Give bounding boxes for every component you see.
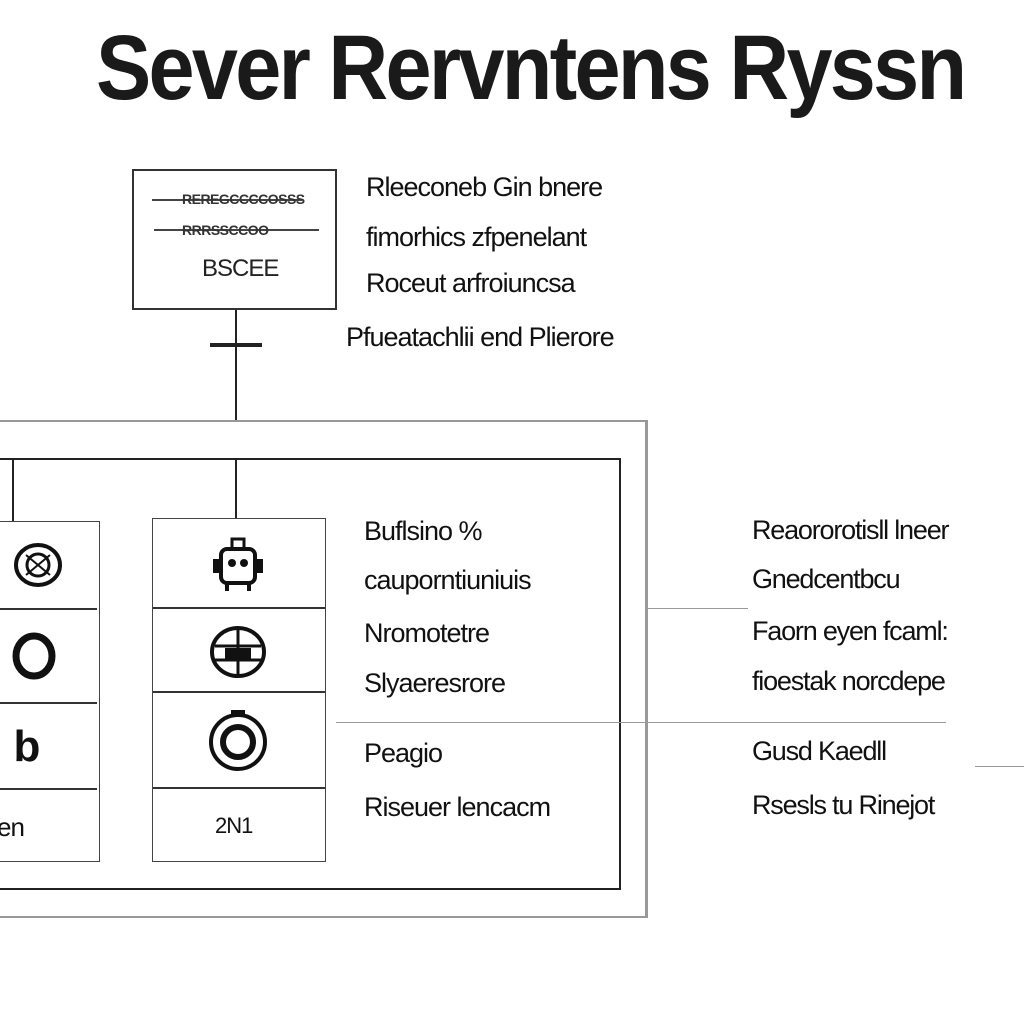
right-note-6: Rsesls tu Rinejot: [752, 790, 935, 820]
top-box-rule-1: [152, 199, 302, 201]
branch-middle: [235, 460, 237, 522]
middle-note-1: Buflsino %: [364, 516, 483, 546]
middle-column: 2N1: [152, 518, 326, 862]
top-box-badge: BSCEE: [202, 255, 279, 282]
branch-left: [12, 460, 14, 522]
globe-icon: [153, 611, 323, 693]
top-box: REREGCCCCOSSS RRRSSCCOO BSCEE: [132, 169, 337, 310]
middle-note-3: Nromotetre: [364, 618, 490, 648]
middle-divider-2: [153, 691, 325, 693]
top-box-line-1: REREGCCCCOSSS: [182, 191, 305, 207]
middle-divider-1: [153, 607, 325, 609]
middle-note-2: cauporntiuniuis: [364, 565, 532, 595]
gear-coin-icon: [0, 522, 97, 608]
middle-note-6: Riseuer lencacm: [364, 792, 551, 822]
top-note-2: fimorhics zfpenelant: [366, 222, 587, 252]
middle-note-5: Peagio: [364, 738, 443, 768]
separator-3: [975, 766, 1024, 767]
left-divider-1: [0, 608, 97, 610]
left-column: b en: [0, 521, 100, 862]
connector-vertical: [235, 310, 237, 422]
top-note-1: Rleeconeb Gin bnere: [366, 172, 603, 202]
right-note-2: Gnedcentbcu: [752, 564, 901, 594]
left-glyph: b: [13, 722, 41, 771]
right-note-5: Gusd Kaedll: [752, 736, 887, 766]
middle-divider-3: [153, 787, 325, 789]
middle-column-label: 2N1: [215, 813, 253, 838]
top-box-line-2: RRRSSCCOO: [182, 222, 269, 238]
ring-icon: [0, 612, 97, 700]
left-column-label: en: [0, 812, 25, 842]
inner-frame: [0, 458, 621, 890]
top-note-4: Pfueatachlii end Plierore: [346, 322, 615, 352]
shield-icon: [153, 695, 323, 783]
robot-icon: [153, 521, 323, 607]
right-note-1: Reaororotisll lneer: [752, 515, 950, 545]
right-note-4: fioestak norcdepe: [752, 666, 946, 696]
middle-note-4: Slyaeresrore: [364, 668, 506, 698]
separator-1: [648, 608, 748, 609]
b-glyph-icon: b: [0, 706, 57, 788]
separator-2: [336, 722, 946, 723]
left-divider-3: [0, 788, 97, 790]
right-note-3: Faorn eyen fcaml:: [752, 616, 949, 646]
outer-frame: [0, 420, 648, 918]
top-box-rule-2: [154, 229, 319, 231]
page-title: Sever Rervntens Ryssn: [96, 17, 967, 119]
connector-crossbar: [210, 343, 262, 347]
left-divider-2: [0, 702, 97, 704]
top-note-3: Roceut arfroiuncsa: [366, 268, 576, 298]
